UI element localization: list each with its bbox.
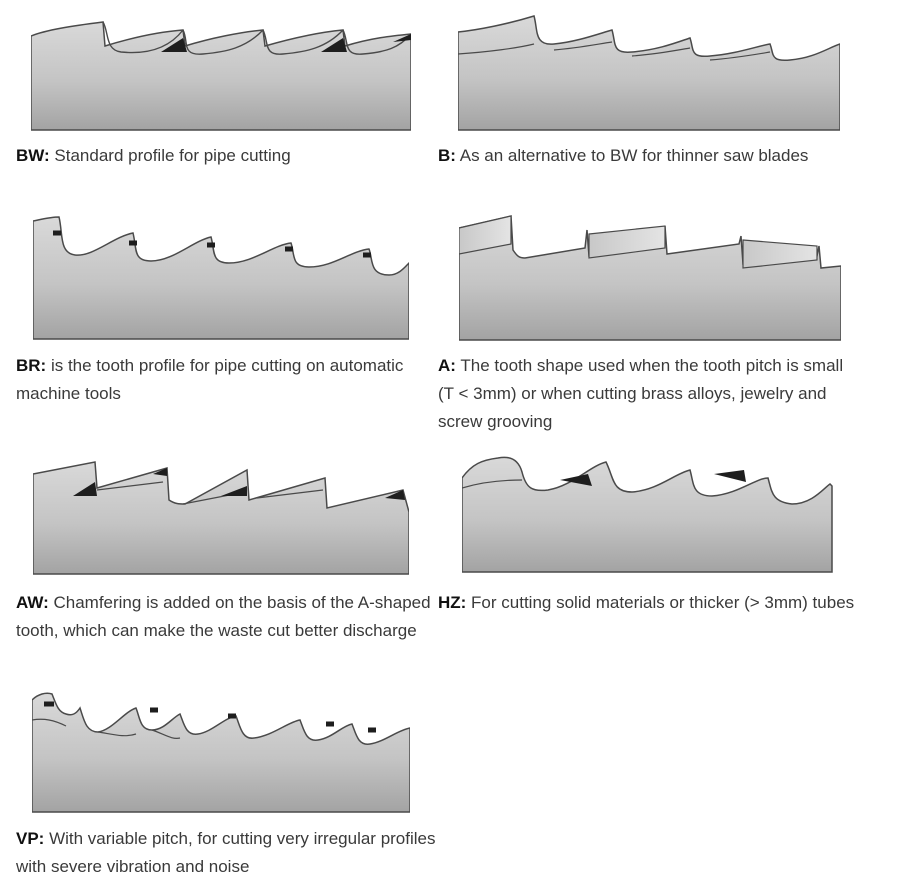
hz-code: HZ: [438, 593, 467, 612]
aw-profile-illustration [33, 460, 409, 576]
bw-description: Standard profile for pipe cutting [49, 146, 291, 165]
vp-profile-illustration [32, 690, 410, 814]
aw-code: AW: [16, 593, 49, 612]
b-description: As an alternative to BW for thinner saw … [455, 146, 809, 165]
a-description: The tooth shape used when the tooth pitc… [438, 356, 844, 431]
a-caption: A: The tooth shape used when the tooth p… [438, 352, 858, 436]
a-code: A: [438, 356, 456, 375]
bw-caption: BW: Standard profile for pipe cutting [16, 142, 416, 170]
br-code: BR: [16, 356, 47, 375]
hz-profile-illustration [462, 452, 838, 574]
br-profile-illustration [33, 215, 409, 341]
a-profile-illustration [459, 214, 841, 342]
vp-description: With variable pitch, for cutting very ir… [16, 829, 436, 876]
bw-code: BW: [16, 146, 50, 165]
vp-caption: VP: With variable pitch, for cutting ver… [16, 825, 436, 881]
br-description: is the tooth profile for pipe cutting on… [16, 356, 404, 403]
b-caption: B: As an alternative to BW for thinner s… [438, 142, 858, 170]
b-code: B: [438, 146, 456, 165]
bw-profile-illustration [31, 12, 411, 132]
b-profile-illustration [458, 14, 840, 132]
aw-caption: AW: Chamfering is added on the basis of … [16, 589, 436, 645]
hz-description: For cutting solid materials or thicker (… [466, 593, 855, 612]
br-caption: BR: is the tooth profile for pipe cuttin… [16, 352, 416, 408]
hz-caption: HZ: For cutting solid materials or thick… [438, 589, 858, 617]
vp-code: VP: [16, 829, 45, 848]
aw-description: Chamfering is added on the basis of the … [16, 593, 431, 640]
